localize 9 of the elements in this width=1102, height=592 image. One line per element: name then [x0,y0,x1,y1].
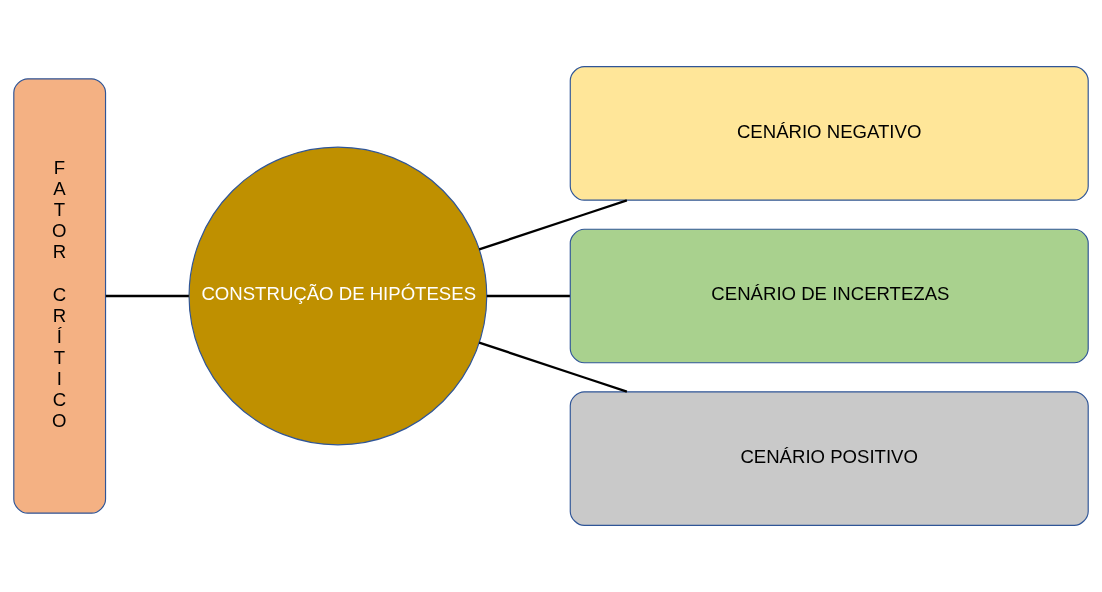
node-box: CENÁRIO NEGATIVO [569,66,1089,201]
connector [478,199,628,251]
node-box: CENÁRIO POSITIVO [569,391,1089,526]
node-box: FATOR CRÍTICO [13,78,107,514]
connector [105,294,189,298]
connector [486,294,570,298]
node-circle: CONSTRUÇÃO DE HIPÓTESES [188,146,488,446]
connector [478,341,628,393]
node-box: CENÁRIO DE INCERTEZAS [569,228,1089,364]
